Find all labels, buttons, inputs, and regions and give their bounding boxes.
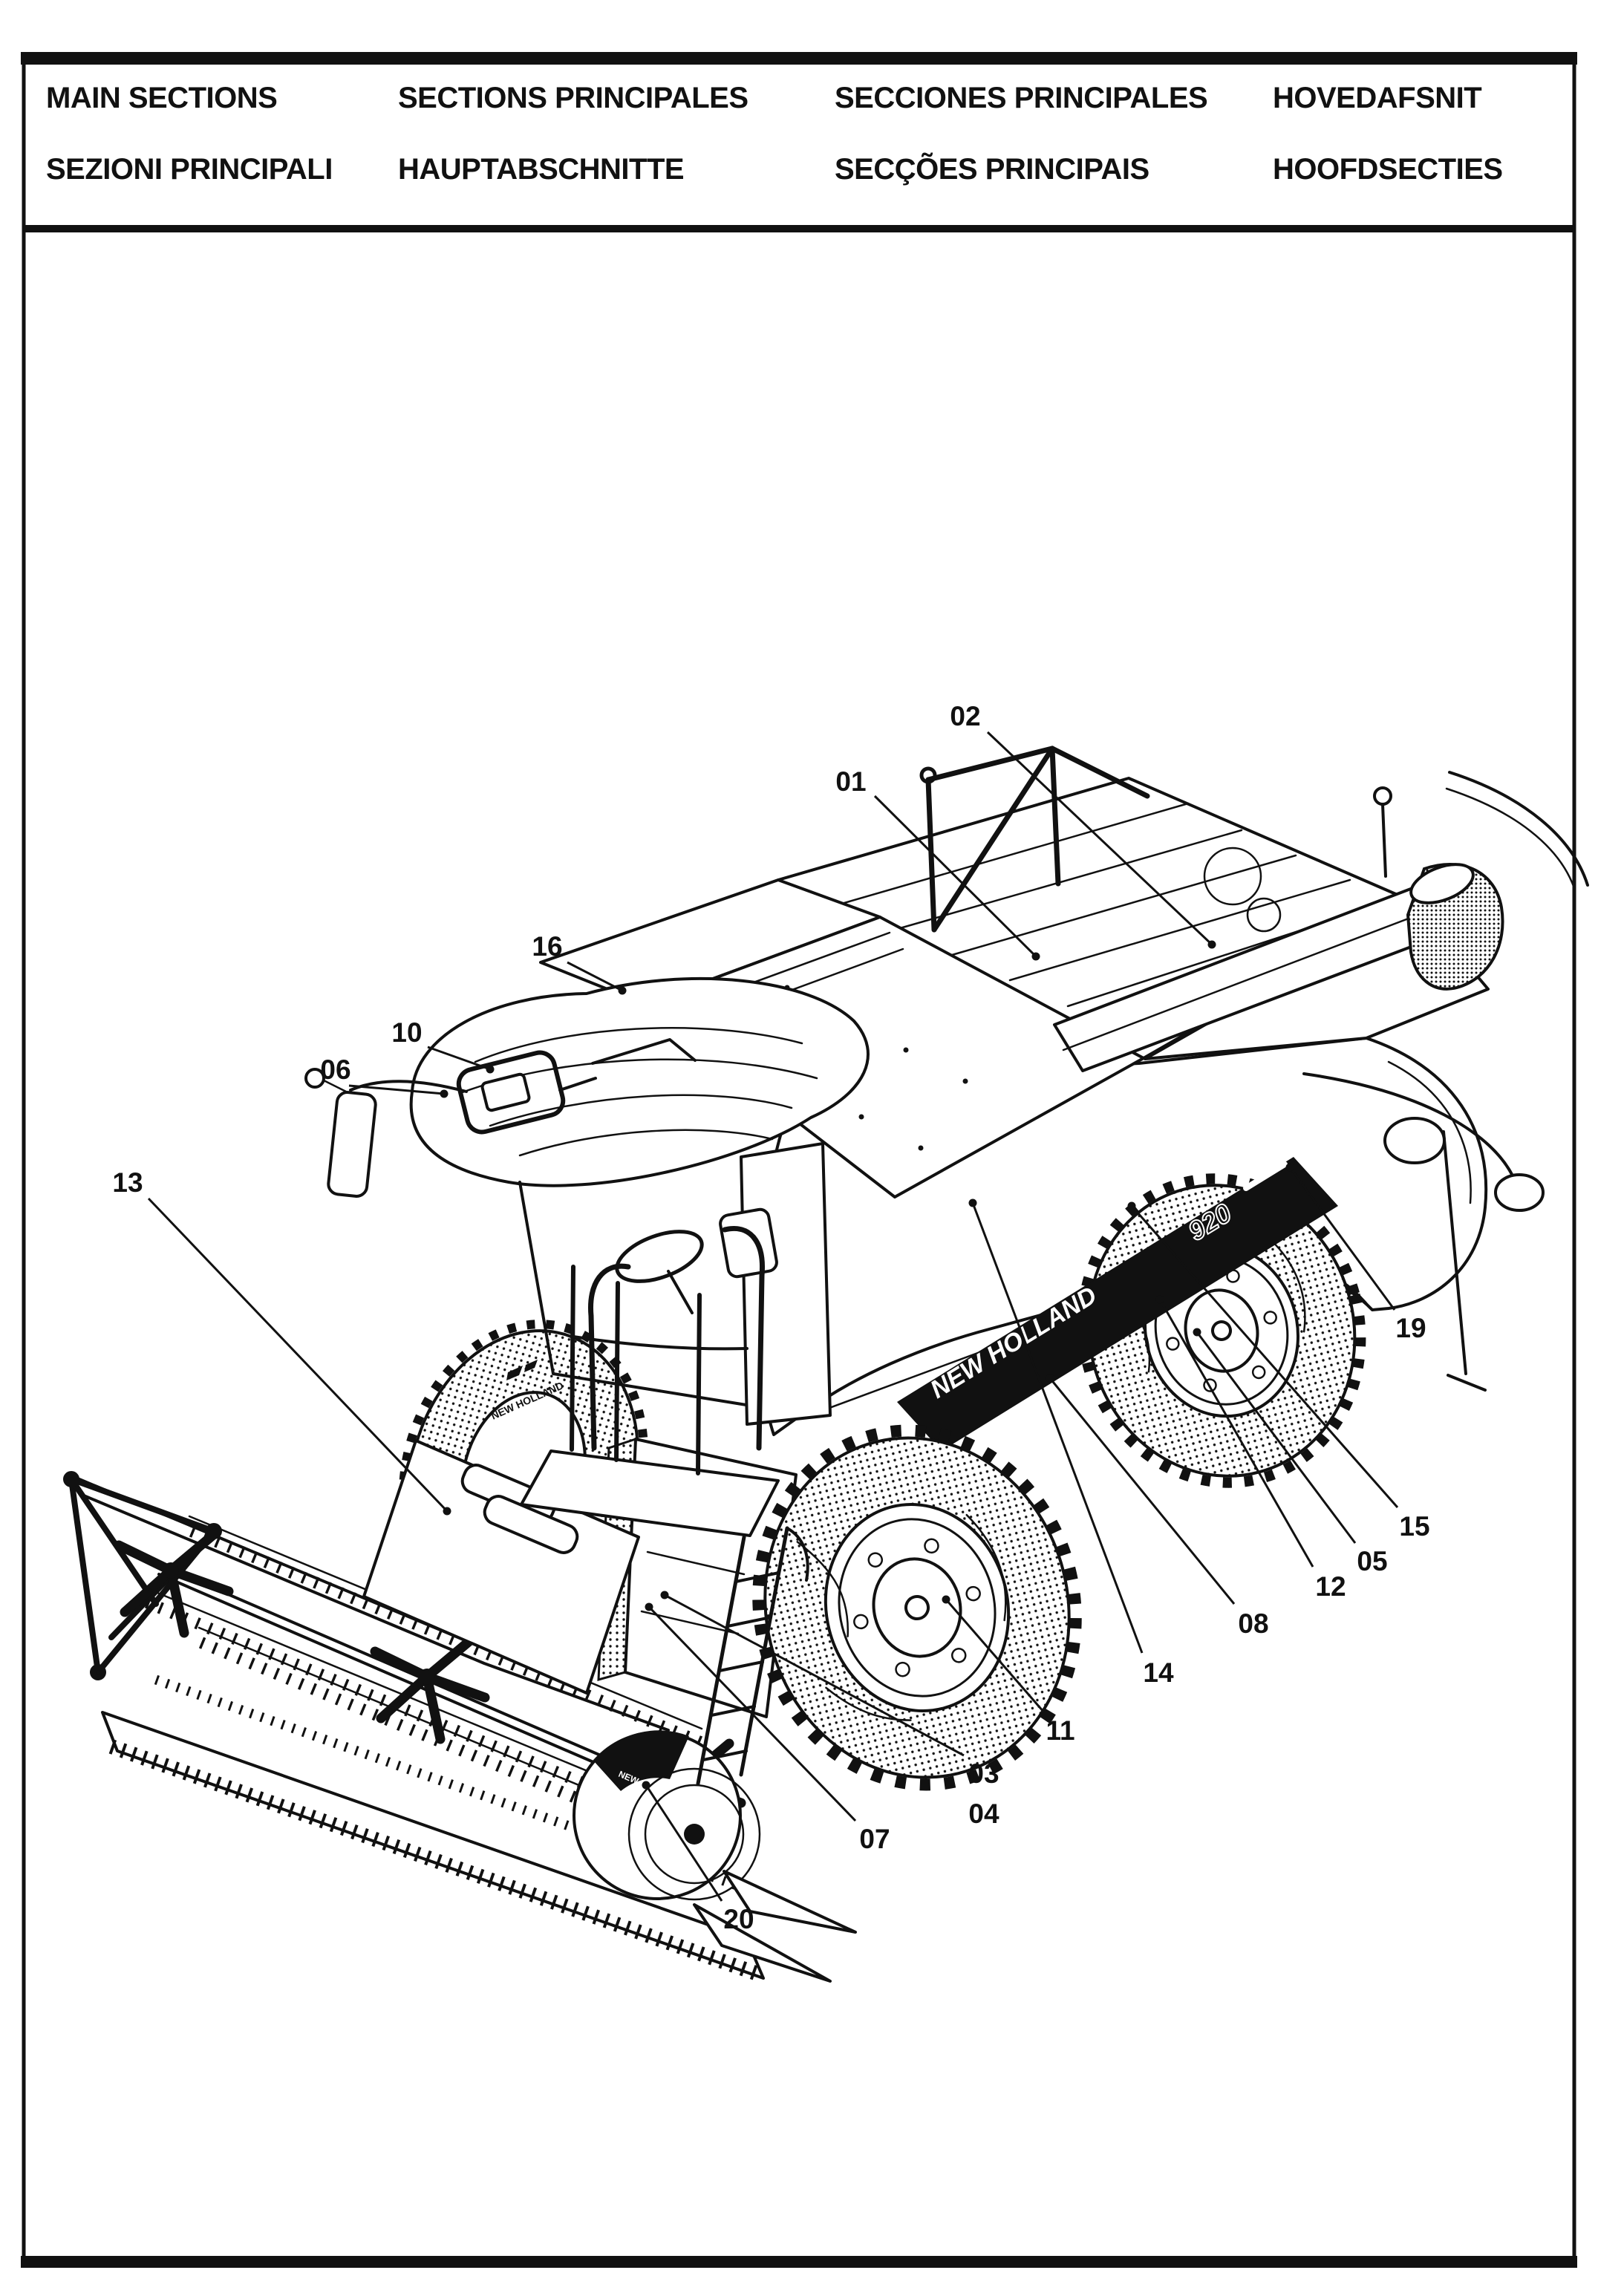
callout-leader-16 <box>567 961 623 992</box>
callout-number-11: 11 <box>1046 1715 1074 1746</box>
callout-leader-05 <box>1196 1331 1357 1544</box>
callout-leader-19 <box>1288 1167 1396 1311</box>
cutter-bar <box>101 1674 774 1981</box>
grain-header-illustration: NEW HOLLAND <box>63 1439 857 1983</box>
callout-leader-08 <box>1049 1377 1236 1605</box>
front-right-wheel <box>752 1424 1082 1791</box>
callout-number-13: 13 <box>112 1167 143 1198</box>
callout-dot-08 <box>1046 1374 1054 1383</box>
header-backsheet <box>362 1439 640 1695</box>
callout-number-04: 04 <box>968 1798 999 1829</box>
callout-dot-12 <box>1155 1295 1164 1304</box>
callout-number-02: 02 <box>950 701 980 731</box>
callout-dot-13 <box>443 1507 451 1516</box>
header-title-de: HAUPTABSCHNITTE <box>398 153 684 186</box>
header-title-fr: SECTIONS PRINCIPALES <box>398 82 749 114</box>
header-title-da: HOVEDAFSNIT <box>1273 82 1481 114</box>
callout-leader-14 <box>971 1202 1144 1654</box>
callout-number-06: 06 <box>320 1054 350 1085</box>
callout-leader-11 <box>945 1599 1046 1713</box>
callout-leader-10 <box>427 1046 491 1071</box>
combine-illustration: NEW HOLLAND 920 NEW HOLLAND <box>63 746 1589 1983</box>
header-separator-bar <box>24 225 1574 232</box>
bottom-border-bar <box>21 2256 1577 2268</box>
rear-bracket <box>1302 1072 1545 1392</box>
callout-layer: 01 02 16 10 06 13 19 15 05 12 08 14 11 03 04 07 20 <box>112 701 1429 1934</box>
wiper-arm <box>591 1038 697 1065</box>
callout-number-07: 07 <box>859 1824 890 1854</box>
page-border <box>21 52 1577 2268</box>
unloading-auger <box>1053 863 1504 1072</box>
callout-leader-06 <box>348 1084 445 1095</box>
callout-leader-07 <box>648 1605 857 1822</box>
callout-dot-07 <box>645 1602 653 1611</box>
callout-number-10: 10 <box>391 1017 422 1048</box>
cab-rear-post <box>740 1142 832 1426</box>
callout-dot-10 <box>486 1065 495 1074</box>
callout-dot-11 <box>942 1595 950 1604</box>
callout-dot-15 <box>1127 1201 1136 1210</box>
crop-divider <box>723 1870 857 1934</box>
callout-dot-03 <box>660 1591 669 1599</box>
callout-number-15: 15 <box>1399 1511 1429 1542</box>
cab-assembly <box>304 976 870 1786</box>
steering-wheel <box>615 1230 704 1283</box>
crop-divider <box>693 1903 832 1983</box>
callout-dot-14 <box>968 1198 977 1207</box>
callout-dot-06 <box>440 1089 449 1098</box>
callout-number-20: 20 <box>723 1904 754 1934</box>
callout-dot-01 <box>1031 952 1040 961</box>
callout-dot-02 <box>1207 940 1216 949</box>
callout-leader-15 <box>1130 1205 1399 1508</box>
tank-railing <box>919 746 1150 933</box>
access-ladder <box>696 1526 809 1786</box>
callout-leader-12 <box>1158 1299 1314 1568</box>
callout-number-19: 19 <box>1395 1313 1426 1343</box>
header-titles: MAIN SECTIONS SECTIONS PRINCIPALES SECCI… <box>46 82 1503 186</box>
platform-rails <box>570 1226 766 1475</box>
callout-number-01: 01 <box>835 766 866 797</box>
callout-leader-13 <box>147 1197 449 1513</box>
callout-number-16: 16 <box>532 931 562 962</box>
callout-number-08: 08 <box>1238 1608 1268 1639</box>
header-title-es: SECCIONES PRINCIPALES <box>835 82 1207 114</box>
rim-bolt <box>1373 786 1392 806</box>
callout-number-14: 14 <box>1143 1657 1174 1688</box>
callout-number-05: 05 <box>1357 1546 1387 1576</box>
mirror-assembly <box>304 1050 597 1198</box>
callout-number-12: 12 <box>1315 1571 1346 1602</box>
callout-leader-01 <box>873 795 1037 958</box>
header-title-en: MAIN SECTIONS <box>46 82 277 114</box>
callout-leader-03 <box>664 1594 965 1757</box>
callout-leader-20 <box>645 1784 723 1902</box>
callout-dot-19 <box>1285 1163 1294 1172</box>
callout-leader-02 <box>986 731 1213 946</box>
callout-number-03: 03 <box>968 1758 999 1789</box>
callout-dot-16 <box>618 986 627 995</box>
cab-roof <box>409 976 870 1187</box>
callout-dot-20 <box>642 1781 650 1790</box>
header-title-pt: SECÇÕES PRINCIPAIS <box>835 151 1149 186</box>
operator-seat <box>719 1207 778 1279</box>
mirror-paddle <box>327 1091 377 1198</box>
callout-dot-05 <box>1193 1328 1201 1337</box>
header-title-it: SEZIONI PRINCIPALI <box>46 153 333 186</box>
top-border-bar <box>21 52 1577 65</box>
platform-deck <box>520 1449 780 1537</box>
header-title-nl: HOOFDSECTIES <box>1273 153 1503 186</box>
rear-rail <box>1448 771 1589 887</box>
